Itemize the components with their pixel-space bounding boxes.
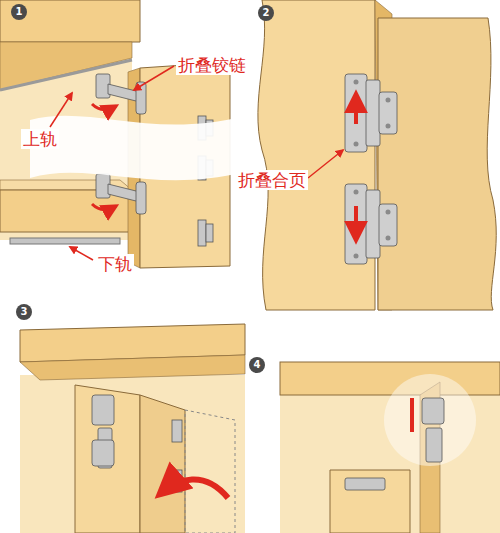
- part-label: 上轨: [21, 129, 59, 149]
- panel-two: [258, 0, 496, 310]
- callout-number: 3: [16, 304, 32, 320]
- callout-number: 4: [249, 357, 265, 373]
- callout-text: 3: [21, 307, 28, 317]
- callout-text: 1: [16, 7, 23, 17]
- panel-one: [0, 0, 245, 268]
- callout-number: 1: [11, 4, 27, 20]
- callout-text: 4: [254, 360, 261, 370]
- panel-three: [20, 324, 245, 533]
- callout-text: 2: [263, 8, 270, 18]
- part-label: 折叠铰链: [176, 55, 248, 75]
- part-label: 折叠合页: [236, 170, 308, 190]
- panel-four: [280, 362, 500, 533]
- callout-number: 2: [258, 5, 274, 21]
- part-label: 下轨: [96, 254, 134, 274]
